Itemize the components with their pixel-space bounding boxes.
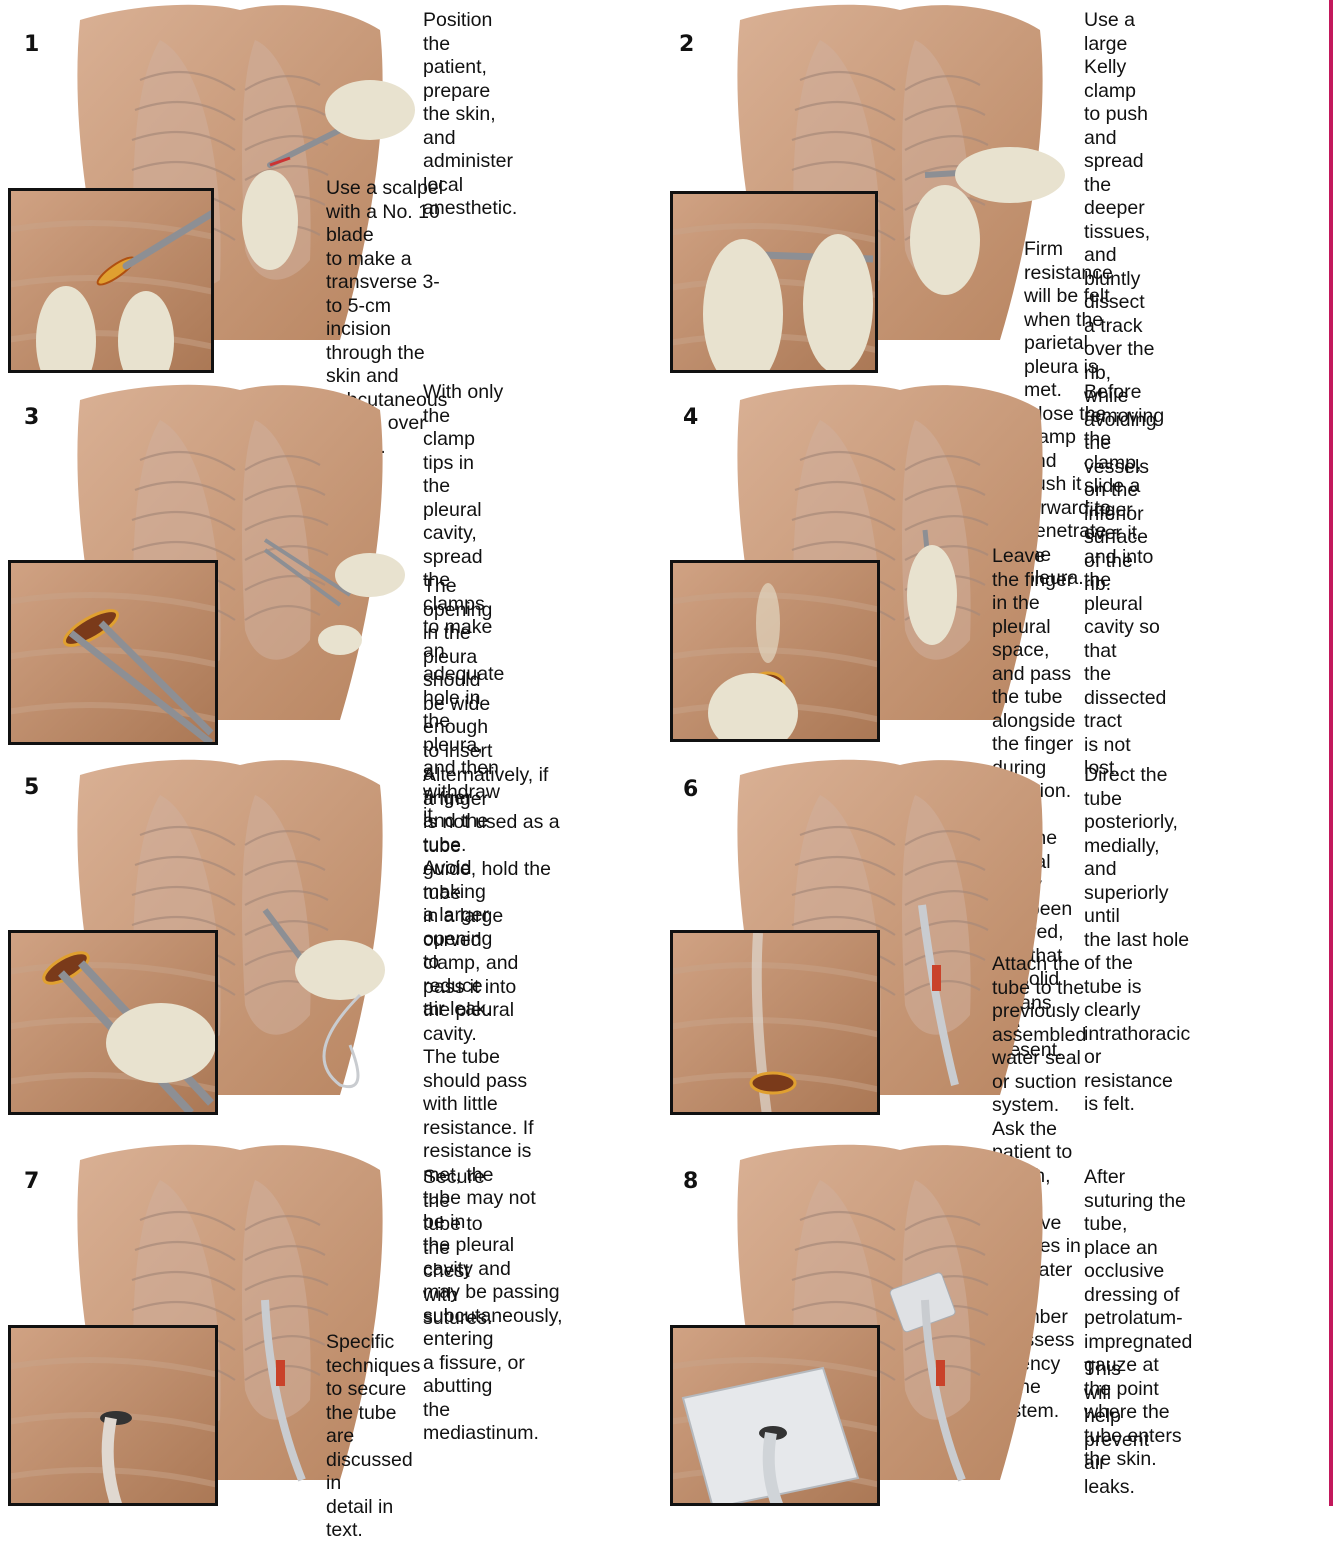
detail-inset (8, 1325, 218, 1506)
step-note: Specific techniques to secure the tube a… (326, 1331, 420, 1543)
detail-inset (8, 560, 218, 745)
page-edge-stripe (1329, 0, 1333, 1506)
step-instruction: Alternatively, if a finger is not used a… (423, 764, 562, 1446)
detail-inset (8, 188, 214, 373)
step-number: 5 (24, 775, 39, 800)
detail-inset (8, 930, 218, 1115)
step-instruction: Secure the tube to the chest with suture… (423, 1166, 492, 1331)
step-number: 8 (683, 1169, 698, 1194)
detail-inset (670, 560, 880, 742)
step-number: 7 (24, 1169, 39, 1194)
step-instruction: Before removing the clamp, slide a finge… (1084, 381, 1166, 781)
step-number: 2 (679, 32, 694, 57)
step-instruction: Direct the tube posteriorly, medially, a… (1084, 764, 1190, 1117)
detail-inset (670, 930, 880, 1115)
step-number: 3 (24, 405, 39, 430)
detail-inset (670, 191, 878, 373)
step-number: 4 (683, 405, 698, 430)
step-number: 1 (24, 32, 39, 57)
detail-inset (670, 1325, 880, 1506)
step-number: 6 (683, 777, 698, 802)
step-note: This will help prevent air leaks. (1084, 1358, 1149, 1499)
